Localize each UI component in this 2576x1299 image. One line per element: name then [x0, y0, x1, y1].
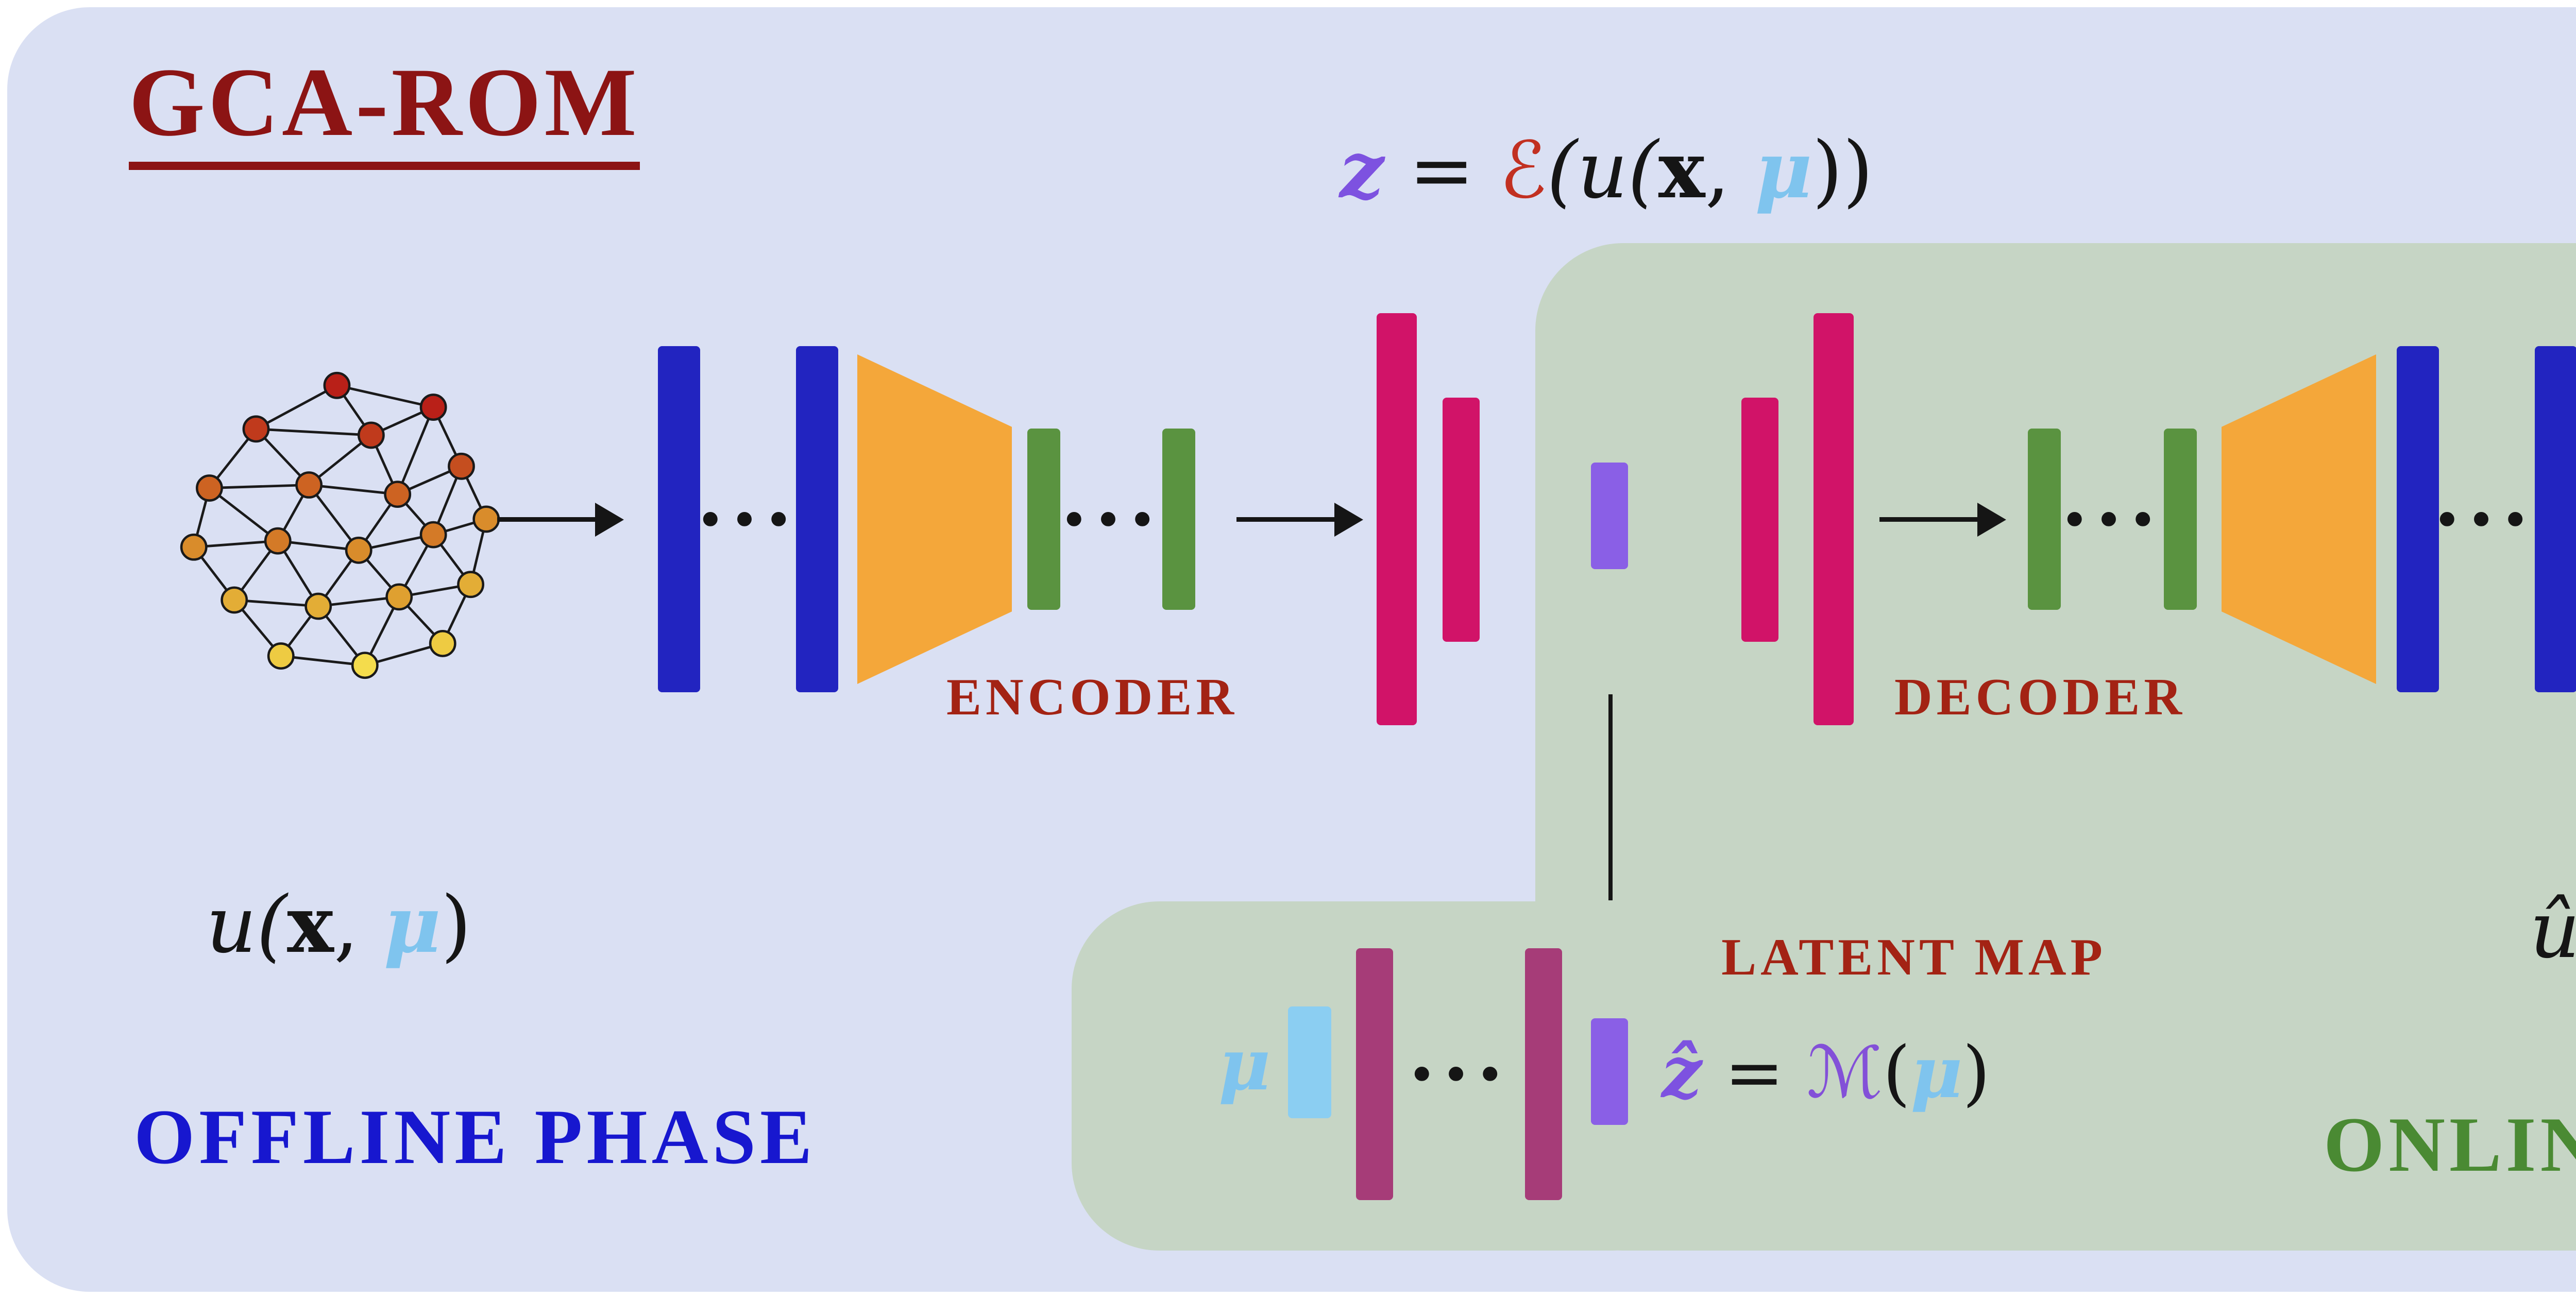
encoder-green-layer-bar-2	[1162, 429, 1195, 610]
encoder-formula: z = ℰ(u(x, μ))	[1340, 124, 1873, 216]
encoder-blue-layer-bar-1	[658, 346, 700, 692]
open-paren: (	[1883, 1031, 1911, 1114]
close-paren: )	[1962, 1031, 1991, 1114]
decoder-blue-layer-bar-1	[2397, 346, 2439, 692]
mu-symbol: μ	[383, 878, 441, 970]
close-parens: ))	[1812, 125, 1873, 216]
decoder-green-layer-bar-2	[2164, 429, 2197, 610]
close-paren: )	[440, 879, 472, 970]
encoder-blue-layer-bar-2	[796, 346, 838, 692]
latent-crimson-bar-short-left	[1443, 398, 1480, 642]
arrow-input-to-encoder	[497, 517, 595, 522]
latent-z-symbol: z	[1340, 124, 1384, 216]
input-mesh-graph	[175, 322, 505, 729]
formula-text: (u(	[1547, 125, 1658, 216]
latent-map-layer-bar-2	[1525, 948, 1562, 1200]
encoder-green-layer-bar-1	[1027, 429, 1060, 610]
output-formula: û(x, μ) = D(z)	[2530, 883, 2576, 976]
mu-input-label: μ	[1218, 1022, 1271, 1106]
decoder-label: DECODER	[1894, 668, 2187, 726]
decoder-green-layer-bar-1	[2028, 429, 2061, 610]
latent-crimson-bar-tall-left	[1377, 313, 1417, 725]
encoder-operator-symbol: ℰ	[1499, 125, 1547, 216]
mu-symbol: μ	[1755, 124, 1812, 216]
u-symbol: u(	[206, 879, 287, 970]
mu-symbol: μ	[1910, 1030, 1963, 1114]
uhat-symbol: û(	[2530, 884, 2576, 976]
encoder-label: ENCODER	[946, 668, 1239, 726]
latent-map-layer-bar-1	[1356, 948, 1393, 1200]
equals-sign: =	[1384, 125, 1500, 216]
encoder-green-ellipsis: ···	[1060, 474, 1163, 565]
encoder-blue-ellipsis: ···	[697, 474, 800, 565]
offline-phase-label: OFFLINE PHASE	[134, 1093, 817, 1180]
x-symbol: x	[1658, 124, 1705, 216]
x-symbol: x	[287, 878, 334, 970]
input-formula: u(x, μ)	[206, 878, 471, 970]
latent-map-label: LATENT MAP	[1721, 928, 2107, 986]
arrow-encoder-to-latent	[1236, 517, 1334, 522]
comma: ,	[1705, 125, 1755, 216]
latent-map-ellipsis: ···	[1408, 1029, 1511, 1119]
latent-map-formula: ẑ = ℳ(μ)	[1662, 1030, 1990, 1114]
latent-map-zhat-bar	[1591, 1018, 1628, 1125]
arrow-latent-to-decoder	[1879, 517, 1977, 522]
page-title: GCA-ROM	[129, 49, 640, 170]
online-phase-label: ONLINE PHASE	[2324, 1101, 2576, 1188]
latent-z-bar	[1591, 463, 1628, 569]
equals-sign: =	[1702, 1031, 1807, 1114]
latent-connector-line	[1608, 694, 1613, 900]
decoder-green-ellipsis: ···	[2061, 474, 2164, 565]
latent-map-mu-bar	[1288, 1006, 1331, 1118]
comma: ,	[333, 879, 384, 970]
zhat-symbol: ẑ	[1662, 1030, 1702, 1114]
map-operator-symbol: ℳ	[1806, 1031, 1883, 1114]
decoder-blue-ellipsis: ···	[2433, 474, 2536, 565]
decoder-blue-layer-bar-2	[2535, 346, 2576, 692]
latent-crimson-bar-tall-right	[1814, 313, 1854, 725]
latent-crimson-bar-short-right	[1741, 398, 1778, 642]
